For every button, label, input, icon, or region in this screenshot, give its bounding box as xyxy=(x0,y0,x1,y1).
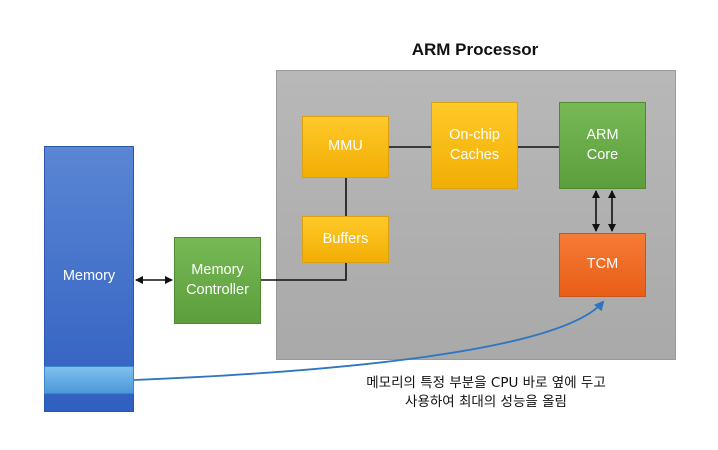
tcm-label: TCM xyxy=(586,256,619,273)
annotation-line2: 사용하여 최대의 성능을 올림 xyxy=(405,394,567,410)
mmu-block: MMU xyxy=(302,116,389,178)
on-chip-caches-block: On-chip Caches xyxy=(431,102,518,189)
annotation-line1: 메모리의 특정 부분을 CPU 바로 옆에 두고 xyxy=(366,375,606,391)
tcm-annotation: 메모리의 특정 부분을 CPU 바로 옆에 두고 사용하여 최대의 성능을 올림 xyxy=(340,374,632,412)
buffers-label: Buffers xyxy=(322,230,369,247)
memory-controller-label-line2: Controller xyxy=(186,281,249,298)
memory-controller-label-line1: Memory xyxy=(191,261,244,278)
tcm-mapping-arrow xyxy=(133,300,605,381)
buffers-block: Buffers xyxy=(302,216,389,263)
caches-label-line1: On-chip xyxy=(449,126,500,143)
tcm-block: TCM xyxy=(559,233,646,297)
caches-label-line2: Caches xyxy=(449,146,500,163)
core-label-line1: ARM xyxy=(586,126,619,143)
processor-title: ARM Processor xyxy=(411,40,539,59)
memory-controller-block: Memory Controller xyxy=(174,237,261,324)
core-label-line2: Core xyxy=(586,146,619,163)
mmu-label: MMU xyxy=(328,138,363,155)
memory-tcm-region xyxy=(44,366,134,394)
controller-buffers-link xyxy=(261,263,347,281)
memory-label: Memory xyxy=(62,268,116,284)
arm-core-block: ARM Core xyxy=(559,102,646,189)
